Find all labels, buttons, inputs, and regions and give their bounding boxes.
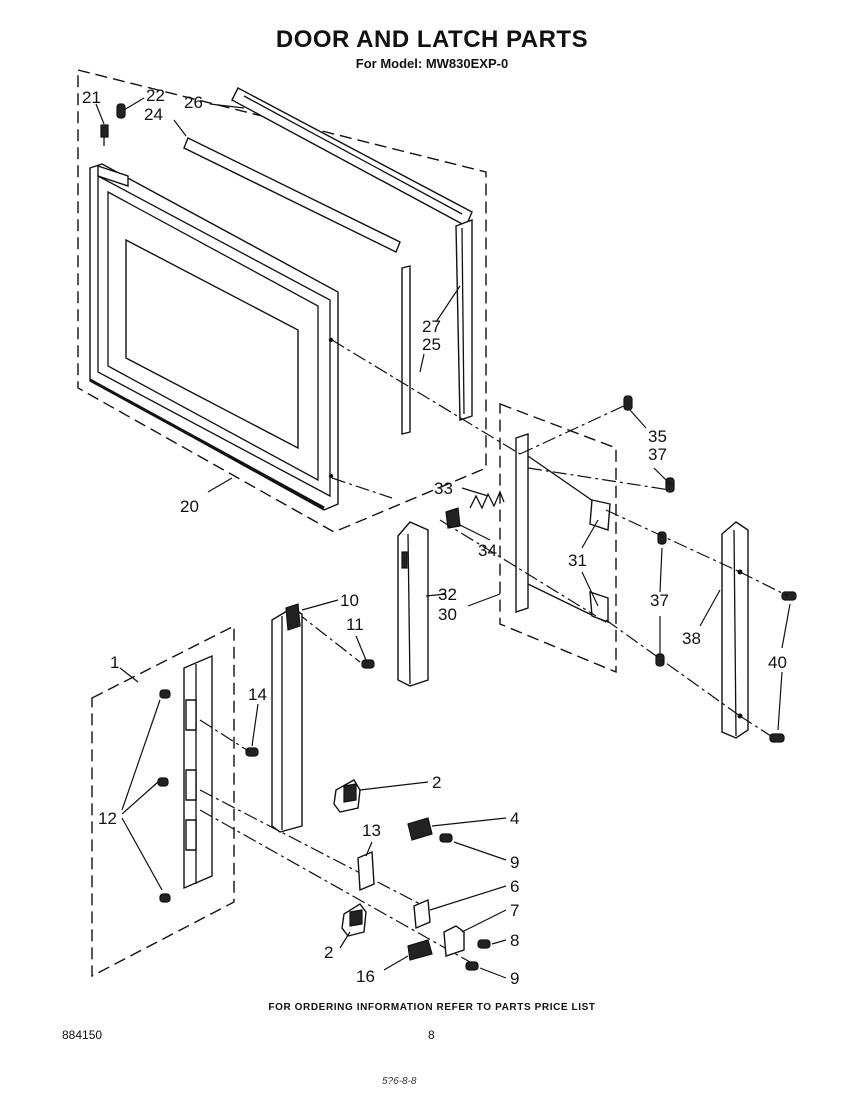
callout-11: 11: [346, 615, 364, 634]
door-frame: [89, 163, 339, 511]
callout-40: 40: [768, 653, 787, 672]
callout-32: 32: [438, 585, 457, 604]
spring-33: [469, 490, 505, 510]
callout-33: 33: [434, 479, 453, 498]
screw-22: [116, 103, 126, 119]
channel-10: [271, 603, 303, 833]
latch-assembly-boundary: [499, 402, 617, 674]
screw-8: [477, 939, 491, 949]
screw-35: [623, 395, 633, 411]
page-number: 8: [428, 1028, 435, 1042]
callout-21: 21: [82, 88, 101, 107]
gasket-26: [231, 87, 473, 227]
choke-seal-24: [183, 137, 401, 253]
choke-side-25: [401, 265, 411, 435]
door-handle-38: [721, 521, 749, 739]
latch-plate-30: [515, 433, 611, 624]
callout-37-lower: 37: [650, 591, 669, 610]
leader-lines: [95, 97, 791, 979]
screw-9-upper: [439, 833, 453, 843]
screw-12-c: [159, 893, 171, 903]
callout-4: 4: [510, 809, 519, 828]
screw-12-b: [157, 777, 169, 787]
callout-6: 6: [510, 877, 519, 896]
page-title: DOOR AND LATCH PARTS: [275, 26, 589, 53]
callout-35: 35: [648, 427, 667, 446]
actuator-2-lower: [341, 903, 367, 937]
bracket-7: [443, 925, 465, 957]
callout-16: 16: [356, 967, 375, 986]
model-subtitle: For Model: MW830EXP-0: [355, 56, 509, 71]
callout-10: 10: [340, 591, 359, 610]
callout-2-lower: 2: [324, 943, 333, 962]
callout-30: 30: [438, 605, 457, 624]
callout-34: 34: [478, 541, 497, 560]
callout-9-lower: 9: [510, 969, 519, 988]
interlock-assembly-boundary: [91, 624, 235, 978]
callout-24: 24: [144, 105, 163, 124]
callout-38: 38: [682, 629, 701, 648]
actuator-2-upper: [333, 779, 361, 813]
callout-31: 31: [568, 551, 587, 570]
screw-9-lower: [465, 961, 479, 971]
ordering-note: FOR ORDERING INFORMATION REFER TO PARTS …: [268, 1002, 596, 1013]
callout-12: 12: [98, 809, 117, 828]
callout-1: 1: [110, 653, 119, 672]
gasket-side-27: [455, 218, 473, 421]
callout-22: 22: [146, 86, 165, 105]
screw-37-lower-a: [657, 531, 667, 545]
callout-25: 25: [422, 335, 441, 354]
callout-27: 27: [422, 317, 441, 336]
plunger-34: [445, 507, 461, 529]
door-assembly-boundary: [77, 69, 487, 533]
callout-2-upper: 2: [432, 773, 441, 792]
switch-16: [407, 939, 433, 961]
callout-8: 8: [510, 931, 519, 950]
handwritten-note: 5?6-8-8: [382, 1076, 417, 1087]
callout-14: 14: [248, 685, 267, 704]
screw-21: [100, 124, 109, 146]
screw-11: [361, 659, 375, 669]
insulator-13: [357, 850, 375, 892]
callout-13: 13: [362, 821, 381, 840]
screw-14: [245, 747, 259, 757]
screw-40-lower: [769, 733, 785, 743]
callout-7: 7: [510, 901, 519, 920]
handle-cover-32: [397, 521, 429, 687]
document-number: 884150: [62, 1028, 103, 1042]
switch-4: [407, 817, 433, 841]
callout-20: 20: [180, 497, 199, 516]
callout-9-upper: 9: [510, 853, 519, 872]
switch-6: [413, 898, 431, 930]
callout-26: 26: [184, 93, 203, 112]
screw-12-a: [159, 689, 171, 699]
interlock-bracket-1: [183, 654, 213, 890]
screw-40-upper: [781, 591, 797, 601]
callout-37-upper: 37: [648, 445, 667, 464]
